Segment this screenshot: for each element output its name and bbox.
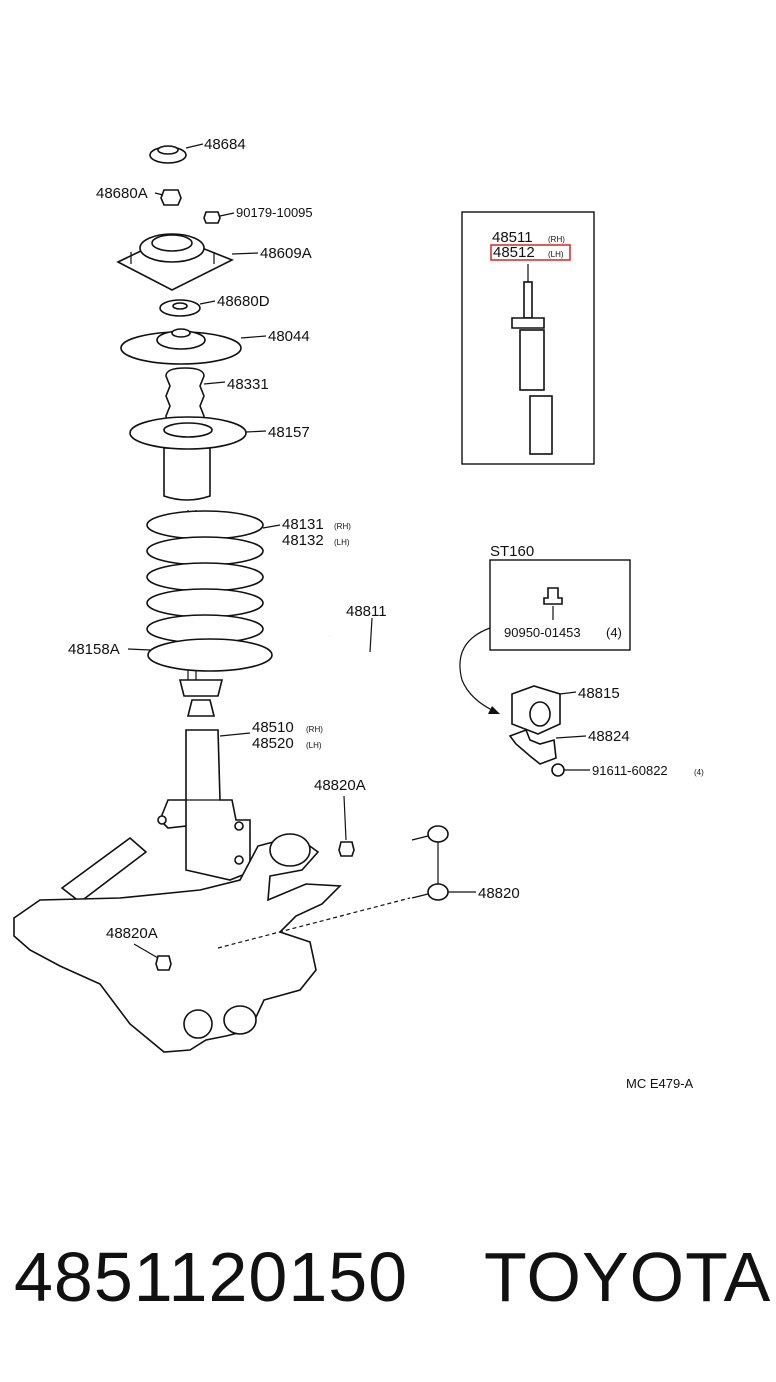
lower-arm (13, 833, 342, 1053)
label-48680A: 48680A (96, 185, 148, 202)
stabilizer-bar-48811 (328, 617, 544, 852)
nut-48820A-upper (338, 841, 355, 857)
label-48131-side: (RH) (334, 522, 351, 531)
stabilizer-link-48820 (411, 825, 476, 901)
insulator-48157 (129, 416, 267, 501)
nut-90179 (203, 211, 235, 224)
lower-seat-48158A (178, 679, 224, 717)
label-48511-side: (RH) (548, 235, 565, 244)
cap-48684 (149, 143, 204, 164)
bushing-48815 (511, 685, 577, 735)
label-48512: 48512 (493, 244, 535, 261)
st-inset-qty: (4) (606, 625, 622, 640)
footer: 4851120150 TOYOTA (14, 1232, 770, 1332)
label-48132: 48132 (282, 532, 324, 549)
bumper-48331 (165, 367, 226, 425)
seat-48044 (120, 328, 267, 365)
strut-48510 (157, 729, 251, 881)
label-48511: 48511 (492, 229, 533, 246)
st-inset-part: 90950-01453 (504, 625, 581, 640)
label-48820A-upper: 48820A (314, 777, 366, 794)
label-48044: 48044 (268, 328, 310, 345)
label-48520-side: (LH) (306, 741, 322, 750)
label-48680D: 48680D (217, 293, 270, 310)
label-48157: 48157 (268, 424, 310, 441)
label-48131: 48131 (282, 516, 324, 533)
support-48609A (116, 233, 259, 291)
label-48684: 48684 (204, 136, 246, 153)
brand-name: TOYOTA (484, 1238, 772, 1316)
coil-spring (146, 510, 281, 690)
nut-48680A (154, 189, 182, 206)
label-48815: 48815 (578, 685, 620, 702)
label-48510: 48510 (252, 719, 294, 736)
label-48811: 48811 (346, 603, 387, 620)
label-48331: 48331 (227, 376, 269, 393)
label-48512-side: (LH) (548, 250, 564, 259)
label-48609A: 48609A (260, 245, 312, 262)
label-48510-side: (RH) (306, 725, 323, 734)
label-48824: 48824 (588, 728, 630, 745)
shock-inset (461, 211, 595, 465)
label-48820: 48820 (478, 885, 520, 902)
label-48158A: 48158A (68, 641, 120, 658)
parts-diagram: 48684 48680A 90179-10095 48609A 48680D 4… (13, 136, 704, 1091)
highlight-box (490, 244, 571, 261)
st-inset (459, 559, 631, 714)
part-number: 4851120150 (14, 1238, 409, 1316)
st-inset-title: ST160 (490, 543, 534, 560)
nut-48820A-lower (155, 955, 172, 971)
bracket-48824 (508, 728, 587, 765)
bolt-91611-icon (551, 763, 565, 777)
label-90179-10095: 90179-10095 (236, 205, 313, 220)
label-48520: 48520 (252, 735, 294, 752)
diagram-code: MC E479-A (626, 1076, 694, 1091)
label-48132-side: (LH) (334, 538, 350, 547)
label-91611-qty: (4) (694, 768, 704, 777)
label-91611-60822: 91611-60822 (592, 763, 668, 778)
label-48820A-lower: 48820A (106, 925, 158, 942)
washer-48680D (159, 299, 216, 317)
